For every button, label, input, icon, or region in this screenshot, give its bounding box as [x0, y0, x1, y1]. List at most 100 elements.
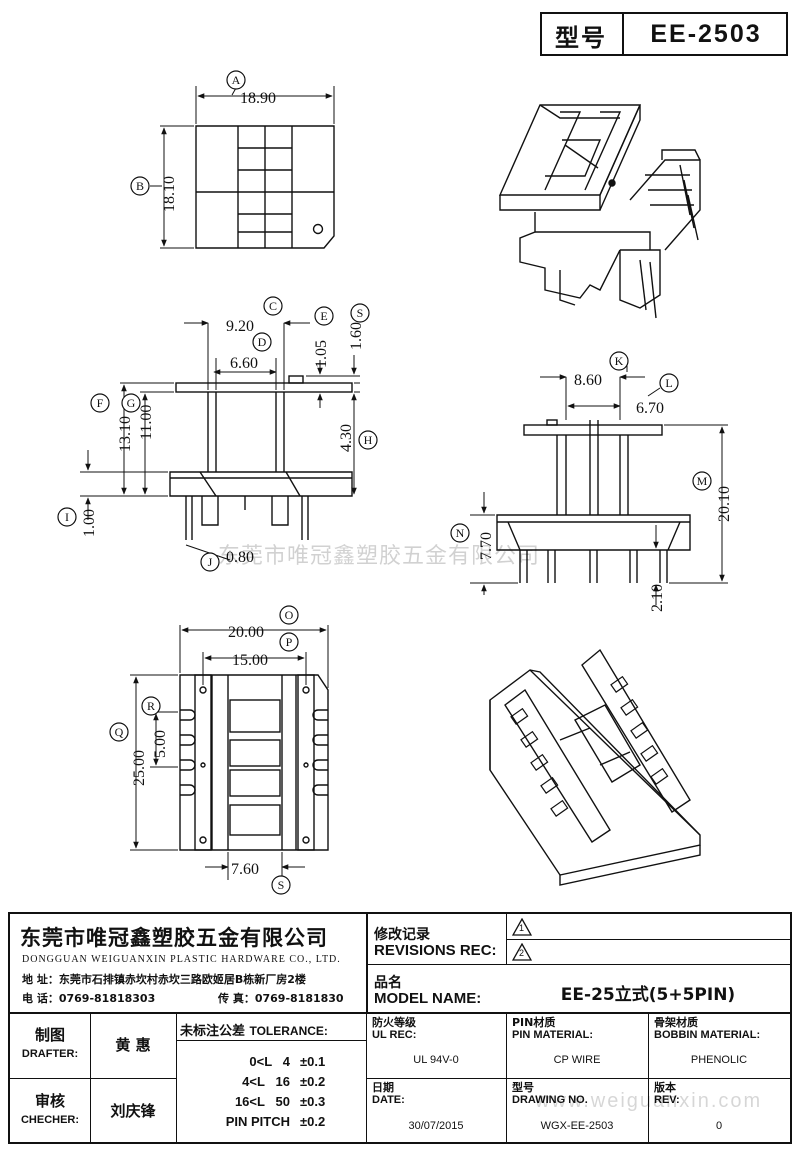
model-name-value: EE-25立式(5+5PIN): [560, 985, 736, 1005]
model-name-label-en: MODEL NAME:: [374, 990, 482, 1007]
isometric-view-bottom: [489, 648, 701, 886]
title-block: 东莞市唯冠鑫塑胶五金有限公司 DONGGUAN WEIGUANXIN PLAST…: [8, 912, 792, 1144]
company-name-en: DONGGUAN WEIGUANXIN PLASTIC HARDWARE CO.…: [22, 954, 341, 965]
label-p: P: [286, 635, 293, 649]
drawing-watermark: 东莞市唯冠鑫塑胶五金有限公司: [218, 544, 541, 569]
bobbin-material-label-cn: 骨架材质: [654, 1016, 698, 1029]
company-address: 地 址：东莞市石排镇赤坎村赤坎三路欧姬居B栋新厂房2楼: [22, 973, 306, 986]
side-view: [470, 364, 728, 605]
lower-divider-h1: [10, 1078, 176, 1079]
checker-name: 刘庆锋: [110, 1102, 156, 1120]
tolerance-row-3-range: 16<L 50: [234, 1094, 290, 1109]
callout-letters: A B C D E S F G H I J K L M N O P R Q S: [65, 73, 708, 892]
dim-18-90: 18.90: [240, 90, 276, 107]
dim-9-20: 9.20: [226, 318, 254, 335]
bobbin-material-value: PHENOLIC: [690, 1054, 748, 1066]
date-value: 30/07/2015: [408, 1120, 464, 1132]
date-label-en: DATE:: [372, 1094, 405, 1106]
revision-row-1: 1: [511, 917, 533, 941]
dim-5-00: 5.00: [152, 730, 169, 758]
dim-2-10: 2.10: [649, 584, 666, 612]
top-view: [150, 86, 335, 249]
drawing-no-label-cn: 型号: [512, 1081, 534, 1094]
label-l: L: [665, 376, 672, 390]
tolerance-title-cn: 未标注公差: [180, 1024, 246, 1039]
model-name-label-cn: 品名: [374, 975, 402, 991]
model-header-box: 型号 EE-2503: [540, 12, 788, 56]
pin-material-value: CP WIRE: [553, 1054, 601, 1066]
company-name-cn: 东莞市唯冠鑫塑胶五金有限公司: [20, 926, 328, 950]
dim-7-70: 7.70: [478, 532, 495, 560]
date-label-cn: 日期: [372, 1081, 394, 1094]
dim-6-60: 6.60: [230, 355, 258, 372]
bobbin-material-label-en: BOBBIN MATERIAL:: [654, 1029, 761, 1041]
rev-label-cn: 版本: [654, 1081, 676, 1094]
tolerance-row-3-value: ±0.3: [300, 1094, 326, 1109]
label-g: G: [127, 396, 136, 410]
tolerance-title: 未标注公差 TOLERANCE:: [180, 1020, 328, 1040]
label-i: I: [65, 510, 69, 524]
label-b: B: [136, 179, 144, 193]
dim-8-60: 8.60: [574, 372, 602, 389]
dim-25-00: 25.00: [131, 750, 148, 786]
dim-1-00: 1.00: [81, 509, 98, 537]
label-h: H: [364, 433, 373, 447]
front-view: [80, 320, 360, 561]
block-divider-v1: [366, 914, 368, 1012]
dim-20-10: 20.10: [716, 486, 733, 522]
lower-divider-h2: [176, 1040, 366, 1041]
rev-label-en: REV:: [654, 1094, 680, 1106]
header-divider: [622, 14, 624, 54]
dim-18-10: 18.10: [161, 176, 178, 212]
dim-15-00: 15.00: [232, 652, 268, 669]
ul-label-en: UL REC:: [372, 1029, 417, 1041]
company-fax: 传 真：0769-8181830: [218, 992, 344, 1005]
dim-1-05: 1.05: [313, 340, 330, 368]
bottom-view: [130, 625, 329, 880]
model-header-label: 型号: [555, 24, 607, 52]
model-header-value: EE-2503: [650, 20, 762, 48]
company-phone: 电 话：0769-81818303: [22, 992, 156, 1005]
tolerance-row-4-range: PIN PITCH: [225, 1114, 290, 1129]
label-f: F: [97, 396, 104, 410]
checker-label-cn: 审核: [34, 1092, 65, 1110]
dimension-values: 18.90 18.10 9.20 6.60 1.05 1.60 13.10 11…: [81, 90, 733, 878]
label-q: Q: [115, 725, 124, 739]
label-m: M: [697, 474, 708, 488]
tolerance-row-2-range: 4<L 16: [242, 1074, 290, 1089]
technical-drawing: A B C D E S F G H I J K L M N O P R Q S …: [57, 70, 733, 895]
ul-label-cn: 防火等级: [372, 1016, 416, 1029]
rev-value: 0: [715, 1120, 723, 1132]
dim-13-10: 13.10: [117, 416, 134, 452]
revision-row-1-number: 1: [519, 923, 525, 933]
tolerance-title-en: TOLERANCE:: [249, 1024, 328, 1038]
callout-circles: [57, 70, 712, 895]
drafter-name: 黄 惠: [115, 1036, 151, 1054]
revision-row-2: 2: [511, 942, 533, 966]
dim-11-00: 11.00: [138, 405, 155, 440]
block-divider-h1: [10, 1012, 790, 1014]
drawing-no-value: WGX-EE-2503: [540, 1120, 614, 1132]
rev-divider-h1: [506, 939, 790, 940]
isometric-view-top: [498, 104, 701, 319]
label-o: O: [285, 608, 294, 622]
label-d: D: [258, 335, 267, 349]
triangle-icon: [511, 917, 533, 936]
label-s-bottom: S: [278, 878, 285, 892]
tolerance-row-1-value: ±0.1: [300, 1054, 326, 1069]
pin-material-label-cn: PIN材质: [512, 1016, 556, 1029]
dim-7-60: 7.60: [231, 861, 259, 878]
drafter-label-en: DRAFTER:: [21, 1048, 79, 1060]
dim-4-30: 4.30: [338, 424, 355, 452]
revisions-label-cn: 修改记录: [374, 927, 430, 943]
label-n: N: [456, 526, 465, 540]
label-j: J: [208, 555, 213, 569]
tolerance-row-4-value: ±0.2: [300, 1114, 326, 1129]
triangle-icon: [511, 942, 533, 961]
website-watermark: www.weiguanxin.com: [535, 1090, 763, 1112]
revisions-label-en: REVISIONS REC:: [374, 942, 497, 959]
ul-value: UL 94V-0: [413, 1054, 459, 1066]
rev-divider-h2: [366, 964, 790, 965]
lower-divider-h3: [366, 1078, 790, 1079]
label-s-front: S: [357, 306, 364, 320]
